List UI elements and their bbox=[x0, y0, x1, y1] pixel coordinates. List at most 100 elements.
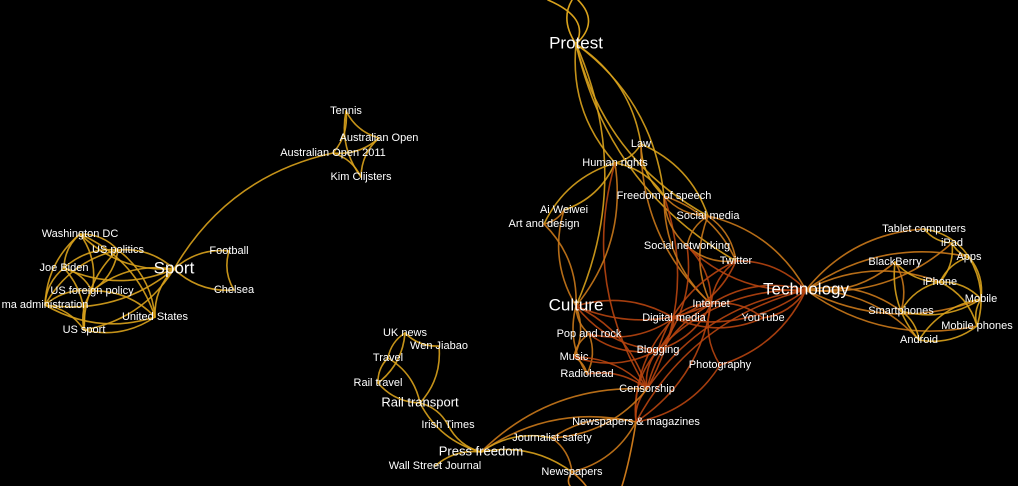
edge-freedom_speech-social_networking bbox=[663, 195, 688, 247]
node-music[interactable]: Music bbox=[560, 351, 589, 363]
node-smartphones[interactable]: Smartphones bbox=[868, 305, 934, 317]
edge-travel-rail_transport bbox=[387, 357, 421, 404]
node-joe-biden[interactable]: Joe Biden bbox=[40, 262, 89, 274]
node-law[interactable]: Law bbox=[631, 138, 651, 150]
node-uk-news[interactable]: UK news bbox=[383, 327, 428, 339]
edge-digital_media-technology bbox=[673, 289, 807, 323]
node-sport[interactable]: Sport bbox=[154, 258, 195, 277]
node-wen-jiabao[interactable]: Wen Jiabao bbox=[410, 340, 468, 352]
node-social-media[interactable]: Social media bbox=[677, 210, 741, 222]
node-ipad[interactable]: iPad bbox=[941, 237, 963, 249]
node-culture[interactable]: Culture bbox=[549, 295, 604, 314]
edge-uk_news-rail_travel bbox=[377, 332, 406, 384]
edge-culture-censorship bbox=[575, 305, 648, 390]
node-art-design[interactable]: Art and design bbox=[509, 218, 580, 230]
node-internet[interactable]: Internet bbox=[692, 298, 729, 310]
edge-art_design-culture bbox=[543, 223, 577, 307]
edge-mobile-mobile_phones bbox=[974, 298, 982, 327]
node-android[interactable]: Android bbox=[900, 334, 938, 346]
node-wsj[interactable]: Wall Street Journal bbox=[389, 460, 482, 472]
edge-internet-technology bbox=[710, 284, 807, 305]
node-aus-open[interactable]: Australian Open bbox=[340, 132, 419, 144]
node-rail-travel[interactable]: Rail travel bbox=[354, 377, 403, 389]
edge-aus_open-kim bbox=[360, 137, 380, 178]
edge-technology-apps bbox=[805, 250, 970, 291]
edge-washington-united_states bbox=[79, 233, 156, 318]
edge-us_politics-united_states bbox=[117, 249, 156, 318]
edge-offscreen-5 bbox=[621, 421, 637, 486]
node-apps[interactable]: Apps bbox=[956, 251, 982, 263]
node-aus-open-2011[interactable]: Australian Open 2011 bbox=[280, 147, 386, 159]
edge-offscreen-3 bbox=[567, 471, 573, 486]
node-newspapers[interactable]: Newspapers bbox=[541, 466, 603, 478]
node-blogging[interactable]: Blogging bbox=[637, 344, 680, 356]
edge-human_rights-culture bbox=[575, 162, 618, 307]
node-ai-weiwei[interactable]: Ai Weiwei bbox=[540, 204, 588, 216]
edge-internet-newspapers_mag bbox=[635, 303, 712, 423]
edge-offscreen-0 bbox=[547, 0, 581, 45]
edge-press_freedom-wsj bbox=[434, 450, 482, 467]
edge-law-human_rights bbox=[614, 143, 642, 164]
node-censorship[interactable]: Censorship bbox=[619, 383, 675, 395]
node-rail-transport[interactable]: Rail transport bbox=[381, 394, 459, 409]
edge-aus_open_2011-kim bbox=[332, 152, 362, 178]
node-irish-times[interactable]: Irish Times bbox=[421, 419, 475, 431]
node-freedom-speech[interactable]: Freedom of speech bbox=[617, 190, 712, 202]
node-blackberry[interactable]: BlackBerry bbox=[868, 256, 922, 268]
edge-pop_rock-blogging bbox=[588, 333, 659, 353]
node-united-states[interactable]: United States bbox=[122, 311, 189, 323]
edge-sport-chelsea bbox=[173, 268, 235, 292]
edge-freedom_speech-censorship bbox=[646, 195, 679, 390]
node-technology[interactable]: Technology bbox=[763, 279, 850, 298]
node-mobile-phones[interactable]: Mobile phones bbox=[941, 320, 1013, 332]
node-newspapers-mag[interactable]: Newspapers & magazines bbox=[572, 416, 700, 428]
node-protest[interactable]: Protest bbox=[549, 33, 603, 52]
node-mobile[interactable]: Mobile bbox=[965, 293, 997, 305]
edge-us_foreign-united_states bbox=[91, 290, 156, 318]
node-twitter[interactable]: Twitter bbox=[720, 255, 753, 267]
edge-travel-rail_travel bbox=[377, 357, 389, 384]
edge-technology-mobile_phones bbox=[805, 289, 978, 332]
node-human-rights[interactable]: Human rights bbox=[582, 157, 648, 169]
edge-photography-newspapers_mag bbox=[635, 364, 721, 423]
node-youtube[interactable]: YouTube bbox=[741, 312, 784, 324]
edge-offscreen-2 bbox=[575, 0, 590, 45]
edge-wen_jiabao-rail_transport bbox=[419, 345, 441, 404]
node-digital-media[interactable]: Digital media bbox=[642, 312, 706, 324]
node-us-politics[interactable]: US politics bbox=[92, 244, 144, 256]
edge-journalist_safety-newspapers bbox=[551, 437, 573, 473]
node-chelsea[interactable]: Chelsea bbox=[214, 284, 255, 296]
edge-blogging-technology bbox=[657, 289, 807, 351]
node-photography[interactable]: Photography bbox=[689, 359, 752, 371]
edge-pop_rock-music bbox=[573, 333, 590, 358]
node-social-networking[interactable]: Social networking bbox=[644, 240, 730, 252]
node-us-sport[interactable]: US sport bbox=[63, 324, 106, 336]
edge-sport-obama bbox=[44, 268, 175, 308]
edge-freedom_speech-social_media bbox=[663, 195, 709, 217]
edge-football-chelsea bbox=[226, 250, 235, 291]
edge-culture-radiohead bbox=[572, 305, 588, 375]
edge-photography-technology bbox=[719, 289, 807, 366]
node-tennis[interactable]: Tennis bbox=[330, 105, 362, 117]
edge-technology-android bbox=[805, 289, 920, 341]
node-journalist-safety[interactable]: Journalist safety bbox=[512, 432, 592, 444]
node-iphone[interactable]: iPhone bbox=[923, 276, 957, 288]
node-washington[interactable]: Washington DC bbox=[42, 228, 119, 240]
edge-culture-music bbox=[573, 305, 582, 358]
edge-culture-digital_media bbox=[575, 299, 675, 319]
node-travel[interactable]: Travel bbox=[373, 352, 403, 364]
node-kim[interactable]: Kim Clijsters bbox=[330, 171, 392, 183]
node-obama[interactable]: ma administration bbox=[2, 299, 89, 311]
node-press-freedom[interactable]: Press freedom bbox=[439, 443, 524, 458]
edge-sport-football bbox=[173, 249, 230, 270]
node-radiohead[interactable]: Radiohead bbox=[560, 368, 613, 380]
node-us-foreign[interactable]: US foreign policy bbox=[50, 285, 134, 297]
edge-offscreen-4 bbox=[571, 471, 587, 486]
node-pop-rock[interactable]: Pop and rock bbox=[557, 328, 622, 340]
edge-uk_news-travel bbox=[387, 332, 406, 359]
edge-tablet-apps bbox=[923, 228, 970, 258]
edge-culture-internet bbox=[575, 303, 712, 321]
edge-ai_weiwei-culture bbox=[557, 209, 577, 307]
node-football[interactable]: Football bbox=[209, 245, 248, 257]
node-tablet[interactable]: Tablet computers bbox=[882, 223, 966, 235]
